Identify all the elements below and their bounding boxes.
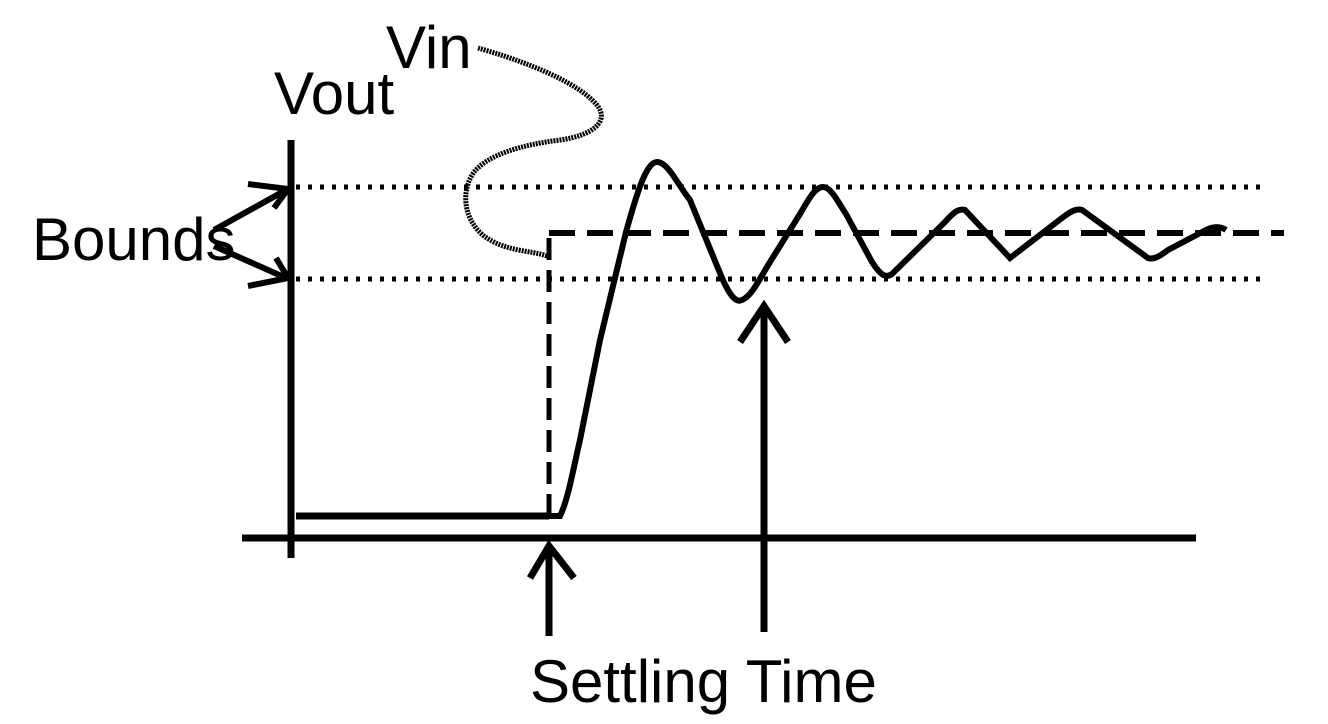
bounds-arrow-lower (212, 243, 288, 281)
vout-response-curve (549, 158, 1228, 519)
bounds-arrow-lower-head (247, 256, 293, 289)
vin-leader-line (463, 45, 604, 259)
vout-label: Vout (274, 60, 394, 127)
bounds-label: Bounds (32, 206, 236, 273)
settling-end-arrowhead (737, 299, 791, 344)
settling-time-label: Settling Time (530, 648, 877, 715)
settling-start-arrowhead (526, 539, 577, 581)
bounds-arrow-upper-head (247, 181, 294, 210)
bounds-arrow-upper (212, 187, 288, 233)
vin-label: Vin (386, 14, 472, 81)
